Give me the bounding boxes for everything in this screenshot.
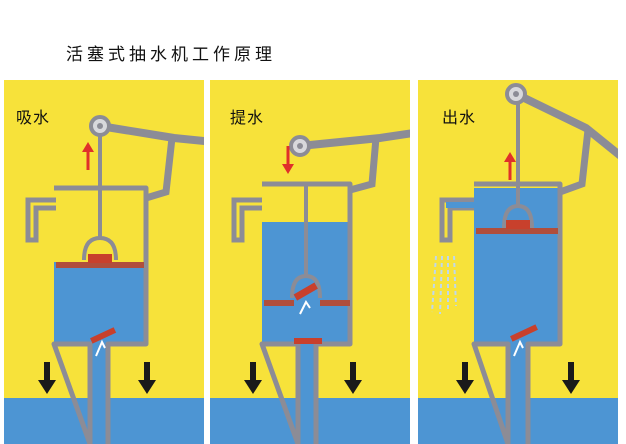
spout bbox=[231, 197, 262, 243]
barrel-water bbox=[474, 188, 560, 344]
panel-label-discharge: 出水 bbox=[442, 108, 477, 127]
rod-yoke bbox=[82, 235, 118, 261]
black-arrow-left bbox=[250, 362, 256, 382]
spout bbox=[25, 197, 56, 243]
pipe-water bbox=[88, 342, 110, 444]
handle-bracket bbox=[349, 137, 380, 194]
piston bbox=[56, 262, 104, 268]
water-spray bbox=[431, 255, 457, 315]
pipe-water bbox=[296, 342, 318, 444]
black-arrow-right bbox=[144, 362, 150, 382]
panel-discharge: 出水 bbox=[418, 80, 618, 444]
black-arrow-left bbox=[462, 362, 468, 382]
piston-valve bbox=[506, 220, 530, 229]
pump-handle bbox=[512, 90, 618, 160]
foot-valve bbox=[294, 338, 322, 344]
piston bbox=[476, 228, 558, 234]
foot-valve bbox=[510, 324, 538, 342]
pump-handle bbox=[296, 129, 410, 150]
page-title: 活塞式抽水机工作原理 bbox=[66, 45, 276, 65]
pump-barrel bbox=[259, 181, 353, 444]
barrel-water bbox=[54, 262, 146, 344]
flow-arrow bbox=[95, 339, 106, 357]
panel-label-lift: 提水 bbox=[230, 108, 265, 127]
handle-bracket bbox=[144, 137, 176, 202]
piston bbox=[264, 300, 294, 306]
pump-barrel bbox=[471, 181, 563, 444]
flow-arrow bbox=[299, 300, 311, 315]
panel-label-suction: 吸水 bbox=[16, 108, 51, 127]
piston-valve bbox=[293, 282, 318, 301]
pump-handle bbox=[96, 122, 204, 146]
black-arrow-left bbox=[44, 362, 50, 382]
black-arrow-right bbox=[568, 362, 574, 382]
panel-suction: 吸水 bbox=[4, 80, 204, 444]
handle-bracket bbox=[558, 129, 592, 196]
pump-diagram-discharge bbox=[418, 83, 618, 444]
pump-barrel bbox=[51, 185, 149, 444]
flow-arrow bbox=[513, 339, 524, 357]
rod-yoke bbox=[502, 203, 534, 229]
rod-yoke bbox=[290, 273, 322, 299]
panel-lift: 提水 bbox=[210, 80, 410, 444]
pipe-water bbox=[506, 342, 528, 444]
piston-valve bbox=[88, 254, 112, 263]
pump-diagram-lift bbox=[210, 129, 410, 444]
foot-valve bbox=[90, 327, 117, 344]
pump-diagram-suction bbox=[4, 115, 204, 444]
black-arrow-right bbox=[350, 362, 356, 382]
